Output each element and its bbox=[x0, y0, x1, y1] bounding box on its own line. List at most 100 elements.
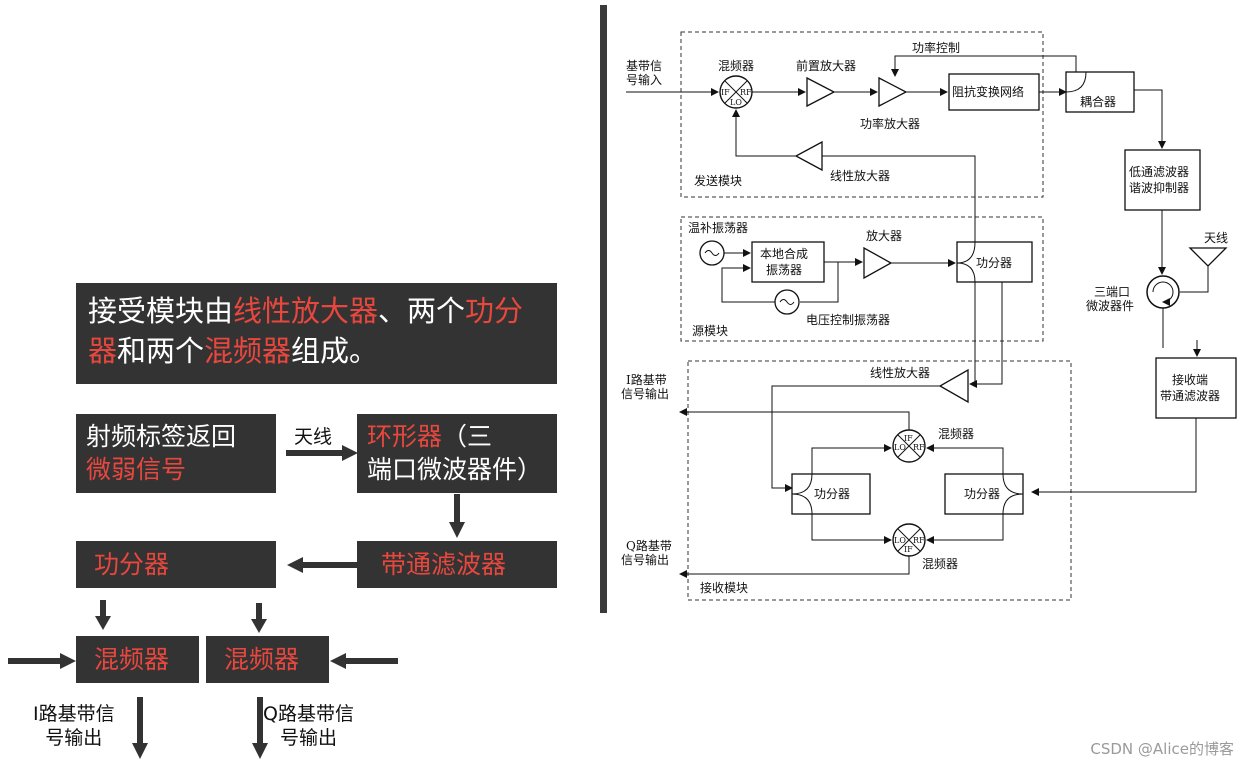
mixer2-box: 混频器 bbox=[206, 636, 329, 683]
mixer1-label: 混频器 bbox=[94, 645, 170, 674]
arrow-down-icon bbox=[132, 697, 148, 759]
q-output-label: Q路基带信 号输出 bbox=[263, 702, 354, 750]
rx-module-border bbox=[687, 360, 1072, 601]
coupler-label: 耦合器 bbox=[1080, 94, 1116, 109]
antenna-label: 天线 bbox=[294, 426, 333, 448]
circulator-line2: 端口微波器件） bbox=[367, 455, 543, 484]
circulator-icon bbox=[1146, 275, 1180, 309]
i-output-line1: I路基带信 bbox=[33, 703, 115, 725]
power-control-label: 功率控制 bbox=[912, 40, 960, 55]
summary-text-1: 接受模块由 bbox=[88, 294, 234, 328]
i-output-line2: 号输出 bbox=[45, 727, 103, 749]
impedance-network-box bbox=[948, 73, 1040, 111]
q-output-line2: 号输出 bbox=[279, 727, 337, 749]
src-amp-icon bbox=[863, 246, 893, 280]
antenna-icon bbox=[1188, 247, 1228, 267]
tcxo-icon bbox=[699, 240, 725, 266]
src-splitter-label: 功分器 bbox=[976, 256, 1012, 270]
summary-splitter: 功分器 bbox=[88, 294, 524, 368]
summary-text-4: 组成。 bbox=[291, 334, 379, 368]
lpf-box bbox=[1124, 149, 1201, 211]
antenna-label-right: 天线 bbox=[1204, 231, 1228, 245]
tx-mixer-lo: LO bbox=[730, 98, 742, 107]
circulator-paren: （三 bbox=[442, 422, 493, 451]
vco-icon bbox=[774, 289, 800, 315]
arrow-down-icon bbox=[252, 697, 268, 759]
baseband-input-line2: 号输入 bbox=[626, 72, 662, 87]
lpf-line1: 低通滤波器 bbox=[1129, 165, 1189, 179]
lpf-line2: 谐波抑制器 bbox=[1129, 180, 1189, 195]
bpf-label: 带通滤波器 bbox=[381, 550, 507, 579]
arrow-down-icon bbox=[251, 603, 267, 633]
rx-bpf-box bbox=[1155, 357, 1237, 419]
arrow-left-icon bbox=[330, 653, 398, 669]
rx-linear-amp-icon bbox=[938, 368, 969, 404]
i-output-label: I路基带信 号输出 bbox=[33, 702, 115, 750]
rx-mixer1-icon bbox=[892, 429, 926, 463]
rx-mixer2-if: IF bbox=[904, 545, 913, 554]
rx-bpf-line1: 接收端 bbox=[1172, 372, 1208, 387]
summary-text-3: 和两个 bbox=[117, 334, 205, 368]
arrow-down-icon bbox=[449, 494, 465, 538]
divider bbox=[600, 5, 607, 613]
circulator-line2-right: 微波器件 bbox=[1086, 299, 1134, 313]
arrow-right-icon bbox=[286, 445, 358, 461]
circulator-line1-right: 三端口 bbox=[1094, 285, 1130, 299]
rx-mixer1-label: 混频器 bbox=[938, 427, 974, 441]
rx-bpf-line2: 带通滤波器 bbox=[1160, 389, 1220, 403]
summary-mixer: 混频器 bbox=[204, 334, 292, 368]
q-output-line1: Q路基带信 bbox=[263, 703, 354, 725]
local-synth-box bbox=[751, 241, 825, 283]
rx-mixer1-lo: LO bbox=[894, 443, 906, 452]
i-output-line1-right: I路基带 bbox=[626, 372, 667, 387]
rx-mixer1-rf: RF bbox=[913, 443, 925, 452]
preamp-icon bbox=[806, 76, 836, 108]
src-splitter-box bbox=[956, 241, 1033, 283]
circulator-box: 环形器（三 端口微波器件） bbox=[357, 414, 557, 493]
tx-module-label: 发送模块 bbox=[694, 173, 742, 188]
tag-signal-line1: 射频标签返回 bbox=[86, 422, 237, 451]
i-output-line2-right: 信号输出 bbox=[621, 386, 669, 401]
bpf-box: 带通滤波器 bbox=[357, 541, 557, 588]
rx-linear-amp-label: 线性放大器 bbox=[870, 365, 930, 380]
rx-mixer2-label: 混频器 bbox=[922, 557, 958, 571]
arrow-right-icon bbox=[8, 653, 76, 669]
tx-linear-amp-icon bbox=[794, 140, 823, 172]
summary-box: 接受模块由线性放大器、两个功分器和两个混频器组成。 bbox=[76, 283, 557, 384]
summary-linear-amp: 线性放大器 bbox=[233, 294, 379, 328]
circulator-label: 环形器 bbox=[367, 422, 443, 451]
tx-module-border bbox=[680, 31, 1044, 198]
q-output-line2-right: 信号输出 bbox=[621, 552, 669, 567]
src-module-border bbox=[680, 216, 1044, 342]
rx-module-label: 接收模块 bbox=[700, 580, 748, 595]
rx-splitter-right-label: 功分器 bbox=[964, 487, 1000, 501]
tx-mixer-rf: RF bbox=[740, 88, 752, 97]
rx-mixer2-icon bbox=[892, 523, 926, 557]
rx-mixer2-rf: RF bbox=[913, 536, 925, 545]
power-amp-label: 功率放大器 bbox=[860, 116, 920, 131]
arrow-down-icon bbox=[95, 600, 111, 630]
tx-mixer-label: 混频器 bbox=[718, 59, 754, 73]
baseband-input-line1: 基带信 bbox=[626, 59, 662, 73]
tag-signal-line2: 微弱信号 bbox=[86, 455, 187, 484]
src-module-label: 源模块 bbox=[692, 324, 728, 338]
q-output-line1-right: Q路基带 bbox=[626, 538, 672, 553]
summary-text-2: 、两个 bbox=[378, 294, 466, 328]
vco-label: 电压控制振荡器 bbox=[806, 313, 890, 327]
rx-mixer1-if: IF bbox=[904, 434, 913, 443]
rx-mixer2-lo: LO bbox=[894, 536, 906, 545]
arrow-left-icon bbox=[287, 557, 357, 573]
power-amp-icon bbox=[878, 76, 908, 108]
impedance-network-label: 阻抗变换网络 bbox=[952, 84, 1024, 99]
tx-mixer-if: IF bbox=[721, 88, 730, 97]
local-synth-line1: 本地合成 bbox=[760, 246, 808, 261]
tag-signal-box: 射频标签返回 微弱信号 bbox=[76, 414, 276, 493]
watermark: CSDN @Alice的博客 bbox=[1090, 740, 1234, 758]
mixer1-box: 混频器 bbox=[76, 636, 199, 683]
tx-linear-amp-label: 线性放大器 bbox=[830, 168, 890, 183]
local-synth-line2: 振荡器 bbox=[766, 263, 802, 277]
rx-splitter-left-label: 功分器 bbox=[814, 487, 850, 501]
splitter-label: 功分器 bbox=[94, 550, 170, 579]
mixer2-label: 混频器 bbox=[224, 645, 300, 674]
